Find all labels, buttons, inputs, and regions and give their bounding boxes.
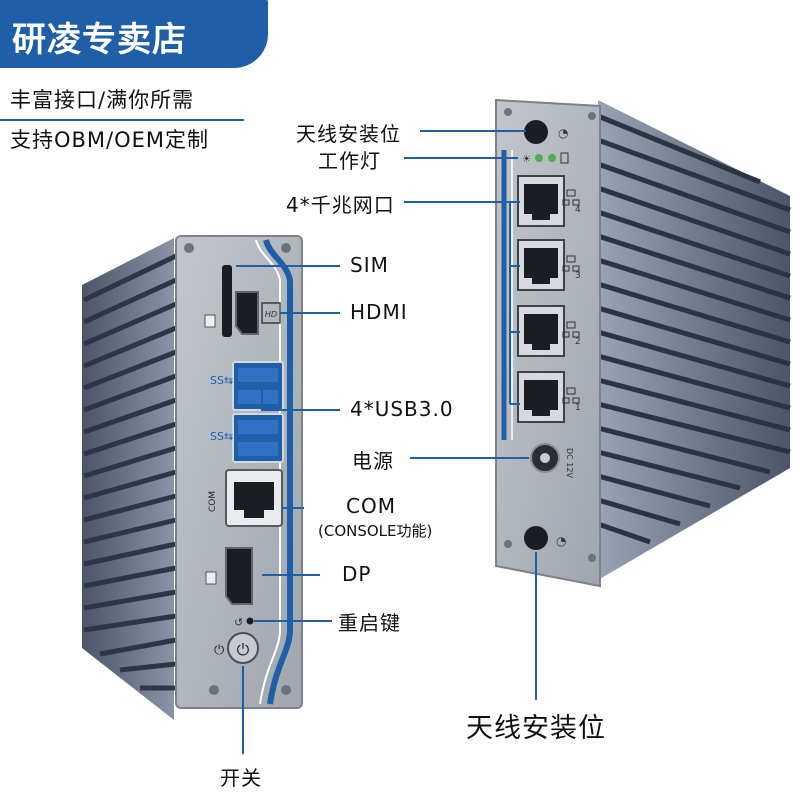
screw xyxy=(281,243,291,253)
screw xyxy=(504,540,512,548)
store-name: 研凌专卖店 xyxy=(12,20,187,60)
work-light-led xyxy=(548,154,556,162)
tagline-interfaces: 丰富接口/满你所需 xyxy=(10,88,195,112)
screw xyxy=(184,243,194,253)
dp-icon xyxy=(205,571,217,585)
screw xyxy=(504,108,512,116)
reset-icon: ↺ xyxy=(234,616,243,629)
label-com: COM xyxy=(346,494,396,518)
reset-button xyxy=(246,617,254,625)
lan-number: 3 xyxy=(575,271,581,281)
lan-ports xyxy=(517,175,565,423)
sun-icon: ☀ xyxy=(522,154,531,165)
label-dp: DP xyxy=(342,562,372,586)
dc-mark: DC 12V xyxy=(565,448,574,478)
screw xyxy=(281,685,291,695)
tagline-divider xyxy=(0,119,244,121)
sim-slot xyxy=(222,265,232,337)
label-sim: SIM xyxy=(350,253,389,277)
label-lan: 4*千兆网口 xyxy=(286,193,395,217)
lan-number: 4 xyxy=(575,205,581,215)
power-icon: ⏻ xyxy=(237,640,250,659)
hdmi-port xyxy=(235,291,259,335)
screw xyxy=(209,685,219,695)
antenna-icon: ◔ xyxy=(558,126,568,140)
screw xyxy=(588,112,596,120)
leader-lines xyxy=(236,130,537,754)
lan-number: 2 xyxy=(575,337,581,347)
left-device: HD SS⇆ SS⇆ COM ↺ ⏻ ⏻ xyxy=(82,235,303,720)
power-button xyxy=(227,632,259,664)
label-power-switch: 开关 xyxy=(220,766,262,790)
screw xyxy=(588,554,596,562)
lan-number: 1 xyxy=(575,403,581,413)
label-usb: 4*USB3.0 xyxy=(350,397,454,421)
usb-ss-icon: SS⇆ xyxy=(210,430,233,443)
antenna-port-top xyxy=(524,120,548,144)
disk-icon xyxy=(560,152,569,164)
sim-card-icon xyxy=(204,314,216,328)
usb-ports xyxy=(232,361,284,463)
right-device: ◔ ☀ 4 3 2 1 xyxy=(495,98,791,588)
work-light-led xyxy=(535,154,543,162)
label-work-light: 工作灯 xyxy=(318,149,381,173)
store-banner: 研凌专卖店 xyxy=(0,0,268,68)
com-mark: COM xyxy=(208,491,218,512)
power-symbol-icon: ⏻ xyxy=(214,643,224,658)
label-reset: 重启键 xyxy=(338,611,401,635)
tagline-customization: 支持OBM/OEM定制 xyxy=(10,128,210,152)
left-blue-stripe xyxy=(263,239,293,705)
label-antenna-bottom: 天线安装位 xyxy=(466,713,606,744)
hdmi-logo-text: HD xyxy=(265,310,277,319)
antenna-icon: ◔ xyxy=(556,534,566,548)
label-power-input: 电源 xyxy=(352,449,394,473)
antenna-port-bottom xyxy=(524,526,548,550)
lan-icons xyxy=(562,189,580,404)
label-com-note: (CONSOLE功能) xyxy=(318,522,433,540)
label-antenna-top: 天线安装位 xyxy=(296,122,401,146)
label-hdmi: HDMI xyxy=(350,300,408,324)
right-heatsink xyxy=(598,100,790,580)
displayport xyxy=(225,547,253,605)
usb-ss-icon: SS⇆ xyxy=(210,374,233,387)
